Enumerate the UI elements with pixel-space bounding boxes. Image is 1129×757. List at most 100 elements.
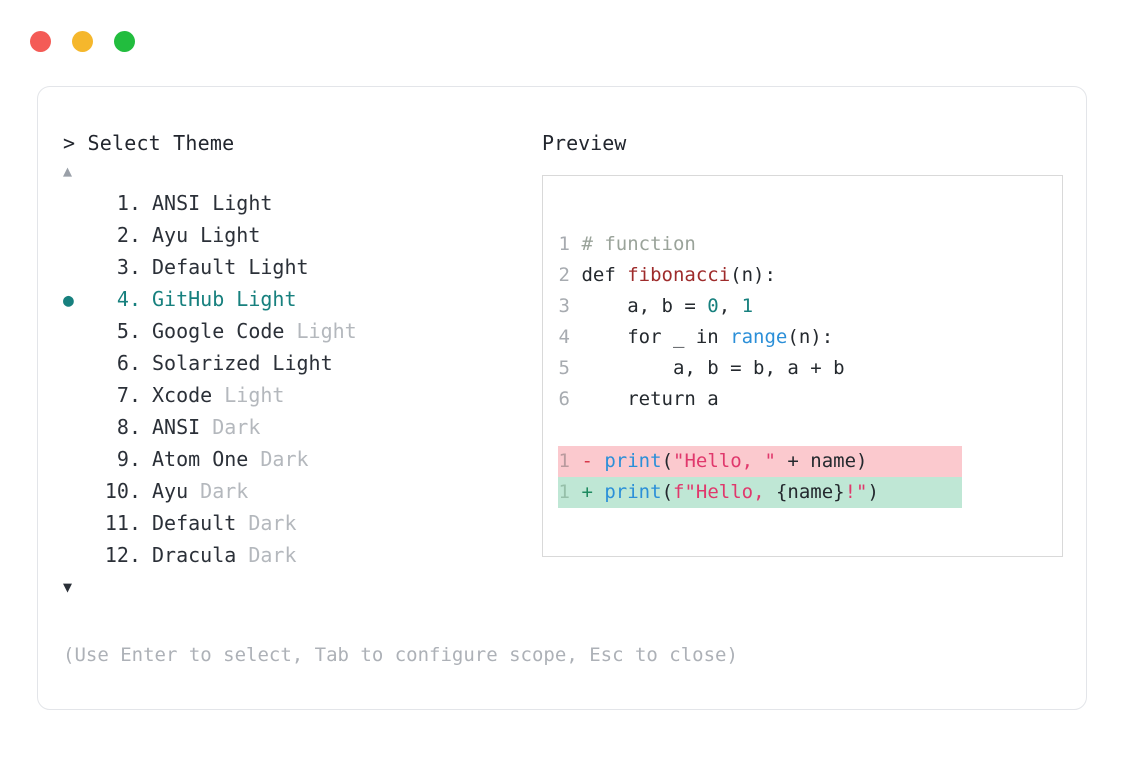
preview-panel: 1 # function 2 def fibonacci(n): 3 a, b … [542, 175, 1063, 557]
preview-title: Preview [542, 131, 627, 155]
list-item-label: Xcode [152, 383, 225, 407]
diff-line-removed: 1 - print("Hello, " + name) [558, 446, 962, 477]
code-token-builtin: range [730, 326, 788, 348]
close-button[interactable] [30, 31, 51, 52]
code-token-punct: ) [867, 481, 879, 503]
code-token-text: a, b = [581, 295, 708, 317]
list-item-variant: Dark [248, 543, 297, 567]
line-number: 5 [558, 357, 570, 379]
scroll-down-arrow[interactable]: ▼ [63, 578, 73, 596]
list-item-variant: Light [296, 319, 357, 343]
line-number: 1 [558, 450, 570, 472]
code-token-punct: ) [856, 450, 868, 472]
list-item-label: Ayu Light [152, 223, 261, 247]
list-item[interactable]: 5. Google Code Light [63, 315, 523, 347]
code-token-fstring-expr: {name} [775, 481, 845, 503]
line-number: 1 [558, 481, 570, 503]
list-item-selected[interactable]: ● 4. GitHub Light [63, 283, 523, 315]
list-item-label: Dracula [152, 543, 249, 567]
list-item[interactable]: 8. ANSI Dark [63, 411, 523, 443]
code-token-text: , [718, 295, 742, 317]
theme-selector-pane: > Select Theme ▲ 1. ANSI Light 2. Ayu Li… [63, 131, 523, 597]
list-item-label: Default [152, 511, 249, 535]
selection-bullet-icon: ● [63, 290, 74, 311]
code-token-punct: (n): [787, 326, 834, 348]
code-token-punct: ( [661, 450, 674, 472]
line-number: 4 [558, 326, 570, 348]
window-controls [30, 31, 135, 52]
code-sample: 1 # function 2 def fibonacci(n): 3 a, b … [558, 229, 1048, 508]
code-token-text: + name [775, 450, 857, 472]
code-line: 6 return a [558, 384, 1048, 415]
code-line: 2 def fibonacci(n): [558, 260, 1048, 291]
list-item-label: ANSI [152, 415, 213, 439]
list-item-label: Default Light [152, 255, 309, 279]
list-item[interactable]: 9. Atom One Dark [63, 443, 523, 475]
diff-sign-plus: + [581, 481, 593, 503]
list-item-index: 7. [116, 383, 141, 407]
list-item-index: 1. [116, 191, 141, 215]
list-item-index: 3. [116, 255, 141, 279]
code-token-builtin: print [604, 450, 662, 472]
list-item-index: 8. [116, 415, 141, 439]
list-item-index: 10. [104, 479, 141, 503]
code-token-number: 1 [741, 295, 754, 317]
diff-line-added: 1 + print(f"Hello, {name}!") [558, 477, 962, 508]
code-token-text: a, b = b, a + b [581, 357, 845, 379]
minimize-button[interactable] [72, 31, 93, 52]
code-token-string: f"Hello, [673, 481, 776, 503]
list-item[interactable]: 11. Default Dark [63, 507, 523, 539]
list-item-label: Atom One [152, 447, 261, 471]
list-item-index: 5. [116, 319, 141, 343]
code-line: 5 a, b = b, a + b [558, 353, 1048, 384]
theme-picker-card: > Select Theme ▲ 1. ANSI Light 2. Ayu Li… [37, 86, 1087, 710]
keyboard-hint: (Use Enter to select, Tab to configure s… [63, 644, 738, 666]
list-item-index: 4. [116, 287, 141, 311]
code-token-number: 0 [707, 295, 719, 317]
line-number: 1 [558, 233, 570, 255]
list-item-label: Google Code [152, 319, 297, 343]
line-number: 6 [558, 388, 570, 410]
code-token-punct: ( [661, 481, 674, 503]
maximize-button[interactable] [114, 31, 135, 52]
code-token-punct: (n): [730, 264, 776, 286]
code-token-string: !" [844, 481, 868, 503]
code-line: 3 a, b = 0, 1 [558, 291, 1048, 322]
list-item-variant: Dark [212, 415, 261, 439]
list-item[interactable]: 7. Xcode Light [63, 379, 523, 411]
list-item-variant: Dark [260, 447, 309, 471]
code-token-builtin: print [604, 481, 662, 503]
code-token-text: return a [581, 388, 719, 410]
list-item-label: Ayu [152, 479, 201, 503]
code-token-string: "Hello, " [673, 450, 776, 472]
code-token-text: for _ in [581, 326, 731, 348]
code-token-function-name: fibonacci [627, 264, 731, 286]
scroll-up-arrow[interactable]: ▲ [63, 162, 73, 180]
list-item[interactable]: 12. Dracula Dark [63, 539, 523, 571]
list-item[interactable]: 10. Ayu Dark [63, 475, 523, 507]
diff-sign-minus: - [581, 450, 593, 472]
preview-pane: Preview 1 # function 2 def fibonacci(n):… [542, 131, 1063, 557]
list-item-label: ANSI Light [152, 191, 273, 215]
list-item[interactable]: 3. Default Light [63, 251, 523, 283]
list-item-index: 9. [116, 447, 141, 471]
list-item-index: 6. [116, 351, 141, 375]
list-item-variant: Dark [248, 511, 297, 535]
theme-list: 1. ANSI Light 2. Ayu Light 3. Default Li… [63, 187, 523, 571]
code-blank-line [558, 415, 1048, 446]
code-token-keyword: def [581, 264, 628, 286]
list-item-index: 11. [104, 511, 141, 535]
line-number: 2 [558, 264, 570, 286]
code-token-comment: # function [581, 233, 696, 255]
line-number: 3 [558, 295, 570, 317]
list-item-index: 2. [116, 223, 141, 247]
list-item[interactable]: 1. ANSI Light [63, 187, 523, 219]
list-item-label: Solarized Light [152, 351, 333, 375]
list-item-variant: Light [224, 383, 285, 407]
list-item-variant: Dark [200, 479, 249, 503]
code-line: 4 for _ in range(n): [558, 322, 1048, 353]
page-title: > Select Theme [63, 131, 235, 155]
list-item[interactable]: 6. Solarized Light [63, 347, 523, 379]
list-item[interactable]: 2. Ayu Light [63, 219, 523, 251]
code-line: 1 # function [558, 229, 1048, 260]
